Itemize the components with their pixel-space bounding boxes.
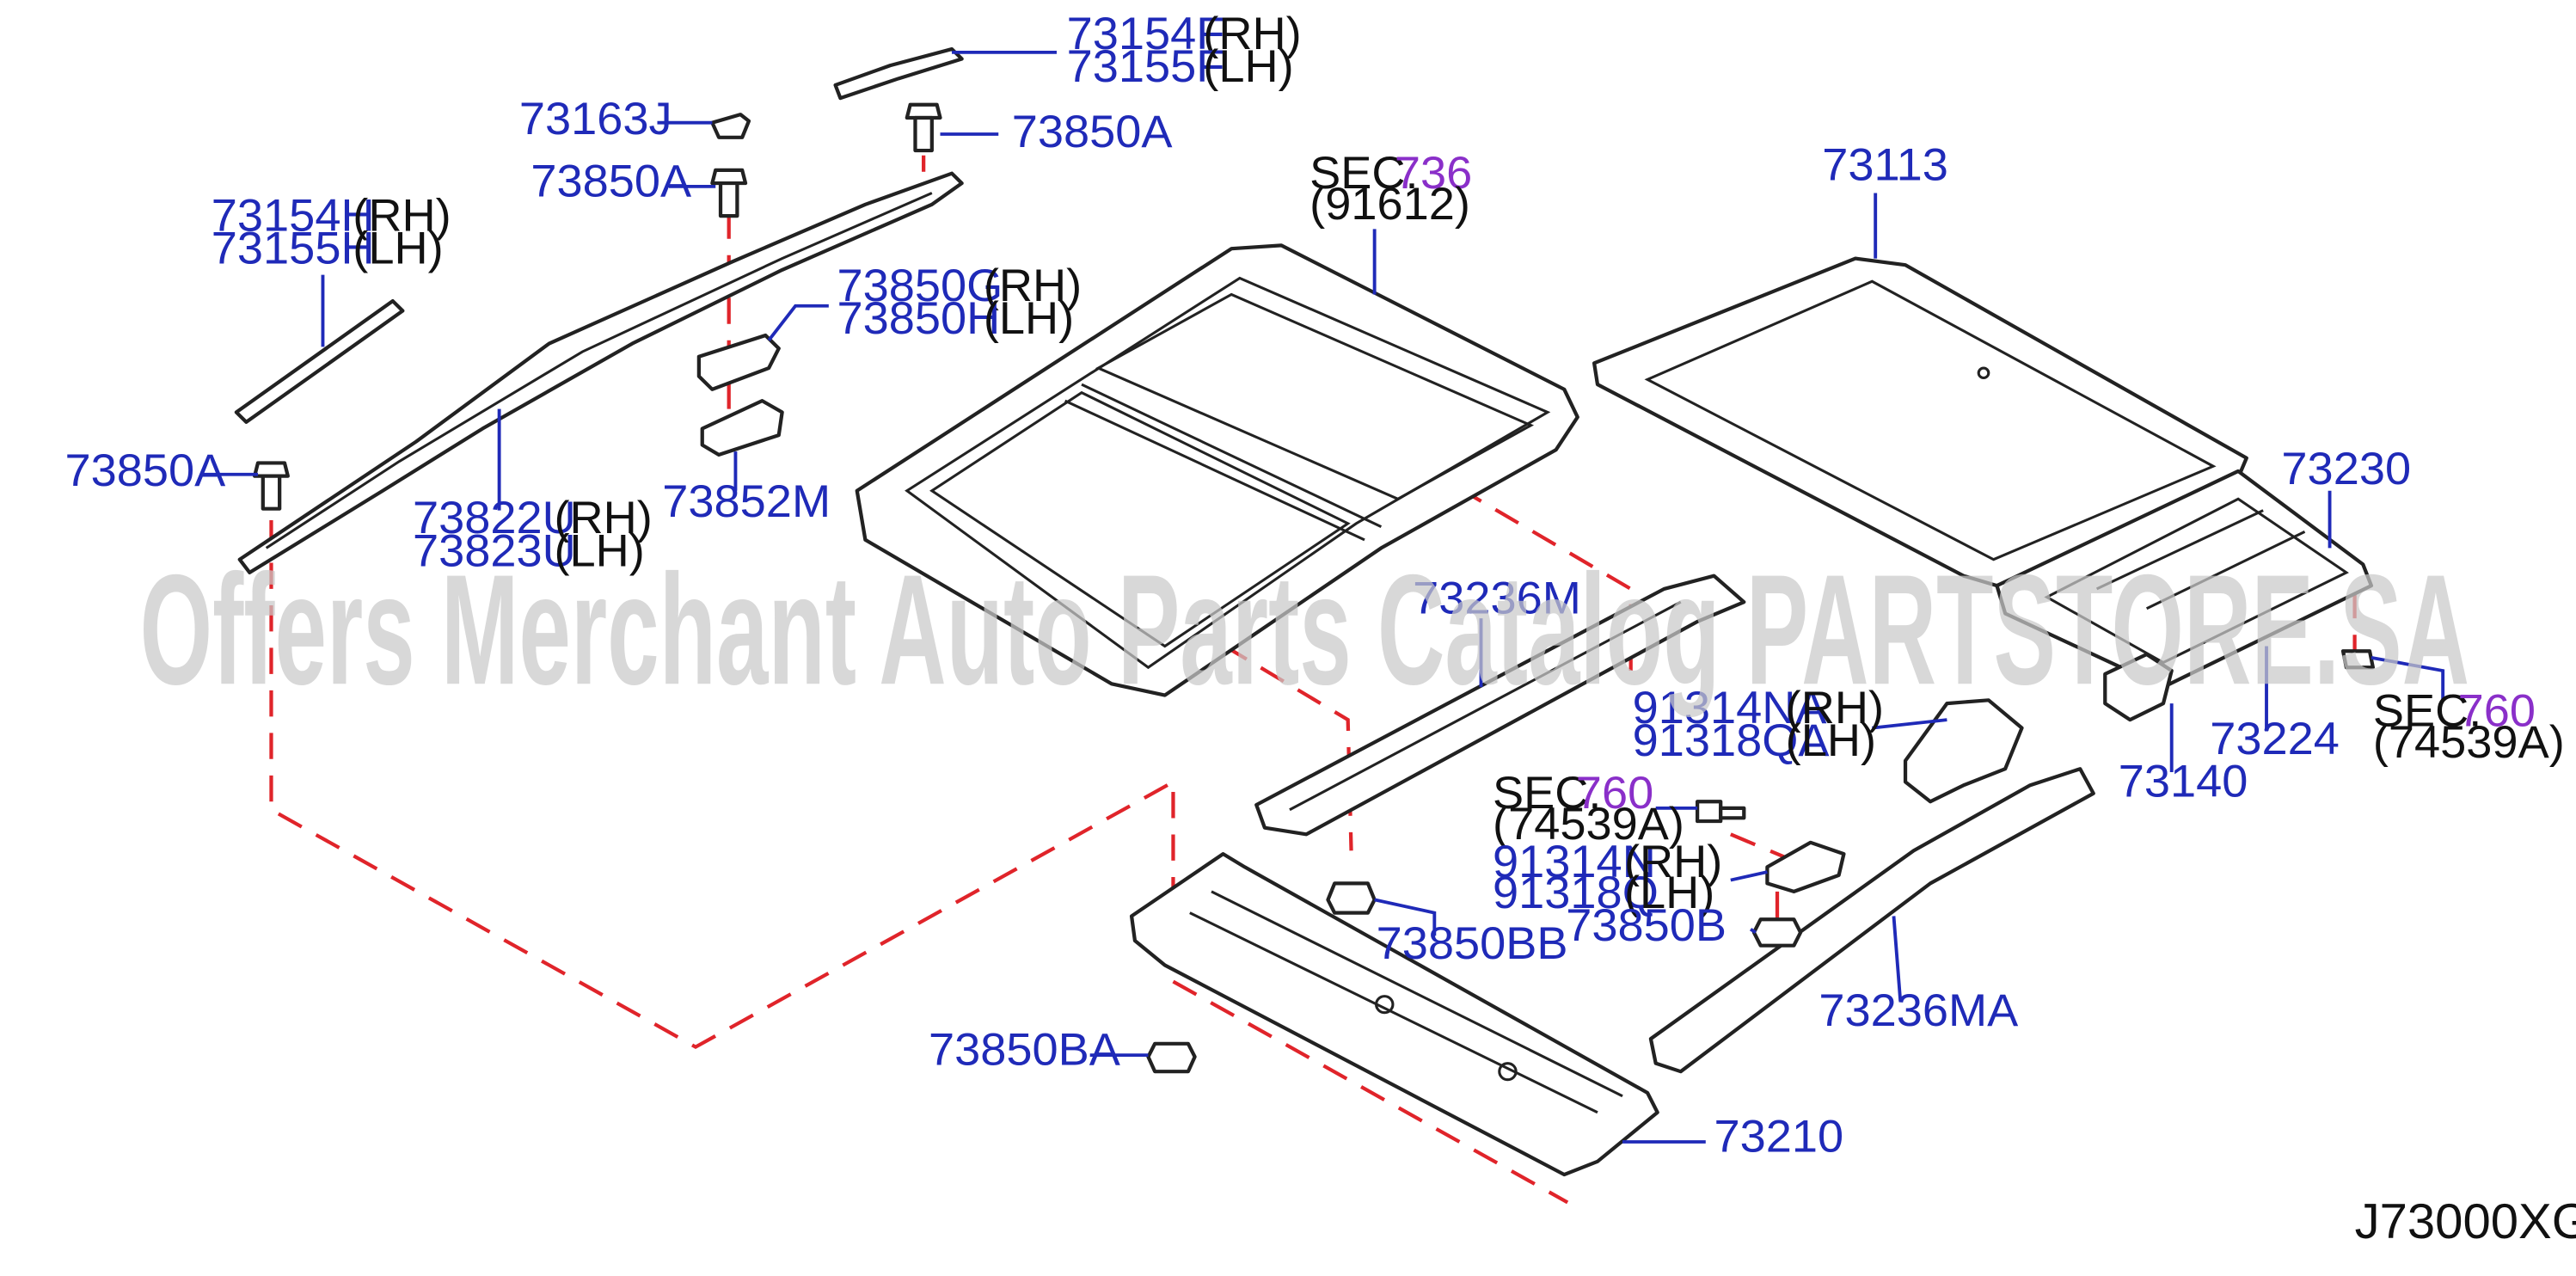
label-lh: (LH) (353, 223, 443, 273)
label-rh: (RH) (984, 260, 1082, 310)
part-73850G-bracket[interactable] (696, 333, 781, 391)
sunroof-frame-sec-736[interactable] (855, 243, 1579, 697)
bolt-sec-760[interactable] (1695, 800, 1746, 824)
label-sec-number: 760 (2458, 685, 2536, 736)
label-73850A-left: 73850A (64, 445, 225, 495)
label-73850A-mid: 73850A (531, 156, 691, 206)
front-header-73210[interactable] (1129, 852, 1659, 1177)
label-sec-number: 736 (1395, 147, 1472, 198)
label-73850BA: 73850BA (929, 1024, 1120, 1075)
label-73823U: 73823U (413, 525, 576, 576)
bracket-73140[interactable] (2103, 652, 2174, 722)
diagram-code: J73000XG (2355, 1195, 2576, 1249)
label-73155F: 73155F (1067, 41, 1225, 92)
label-lh: (LH) (1786, 715, 1876, 765)
label-lh: (LH) (1624, 867, 1714, 917)
bolt-73850A-left[interactable] (252, 461, 290, 511)
label-91314N: 91314N (1493, 836, 1656, 886)
rear-roof-rail-73230[interactable] (1995, 469, 2374, 690)
nut-73850BB[interactable] (1326, 881, 1377, 915)
roof-bow-73236MA[interactable] (1648, 767, 2095, 1074)
label-73140: 73140 (2119, 756, 2248, 807)
label-sec-ref: (74539A) (1493, 798, 1684, 849)
label-73155H: 73155H (212, 223, 375, 273)
label-lh: (LH) (1203, 41, 1293, 92)
nut-sec-760-rear[interactable] (2340, 649, 2376, 670)
label-73154H: 73154H (212, 190, 375, 241)
bracket-91314N[interactable] (1765, 840, 1846, 893)
label-91314NA: 91314NA (1633, 682, 1827, 733)
watermark-text: Offers Merchant Auto Parts Catalog PARTS… (140, 543, 2470, 718)
part-73822U-roof-rail[interactable] (237, 171, 964, 574)
label-rh: (RH) (353, 190, 451, 241)
bolt-73850A-mid[interactable] (710, 168, 748, 218)
label-73113: 73113 (1822, 139, 1948, 190)
label-73210: 73210 (1714, 1111, 1843, 1162)
label-73822U: 73822U (413, 493, 576, 543)
label-73850G: 73850G (837, 260, 1003, 310)
label-73850BB: 73850BB (1377, 917, 1568, 968)
label-sec-number: 760 (1576, 767, 1653, 818)
bolt-73850A-top[interactable] (905, 102, 942, 153)
label-73850H: 73850H (837, 293, 1001, 344)
part-73852M-bracket[interactable] (700, 399, 784, 457)
part-73163J-clip[interactable] (710, 113, 751, 139)
label-lh: (LH) (554, 525, 644, 576)
label-rh: (RH) (1786, 682, 1884, 733)
label-rh: (RH) (1624, 836, 1722, 886)
roof-bow-73236M[interactable] (1254, 574, 1746, 837)
label-sec-ref: (74539A) (2373, 716, 2565, 767)
label-sec: SEC. (1493, 767, 1601, 818)
label-73163J: 73163J (519, 93, 672, 144)
label-73224: 73224 (2210, 713, 2340, 764)
callout-labels: 73154F (RH) 73155F (LH) 73163J 73850A 73… (64, 8, 2564, 1162)
bracket-91314NA[interactable] (1903, 698, 2024, 804)
part-73154F-moulding[interactable] (833, 46, 964, 101)
label-lh: (LH) (984, 293, 1074, 344)
label-91318QA: 91318QA (1633, 715, 1830, 765)
label-sec: SEC. (2373, 685, 2481, 736)
label-73850A-top: 73850A (1012, 107, 1173, 157)
label-sec-ref: (91612) (1309, 178, 1470, 229)
label-73850B: 73850B (1566, 899, 1727, 950)
nut-73850BA[interactable] (1146, 1041, 1197, 1074)
nut-73850B[interactable] (1751, 917, 1803, 948)
label-73236M: 73236M (1413, 573, 1581, 623)
part-73154H-moulding[interactable] (234, 298, 405, 424)
label-73230: 73230 (2281, 444, 2411, 494)
label-sec: SEC. (1309, 147, 1418, 198)
label-91318Q: 91318Q (1493, 867, 1659, 917)
label-rh: (RH) (1203, 8, 1301, 58)
leader-lines (203, 50, 2445, 1144)
label-rh: (RH) (554, 493, 652, 543)
label-73154F: 73154F (1067, 8, 1225, 58)
label-73236MA: 73236MA (1819, 985, 2018, 1035)
label-73852M: 73852M (662, 476, 831, 527)
